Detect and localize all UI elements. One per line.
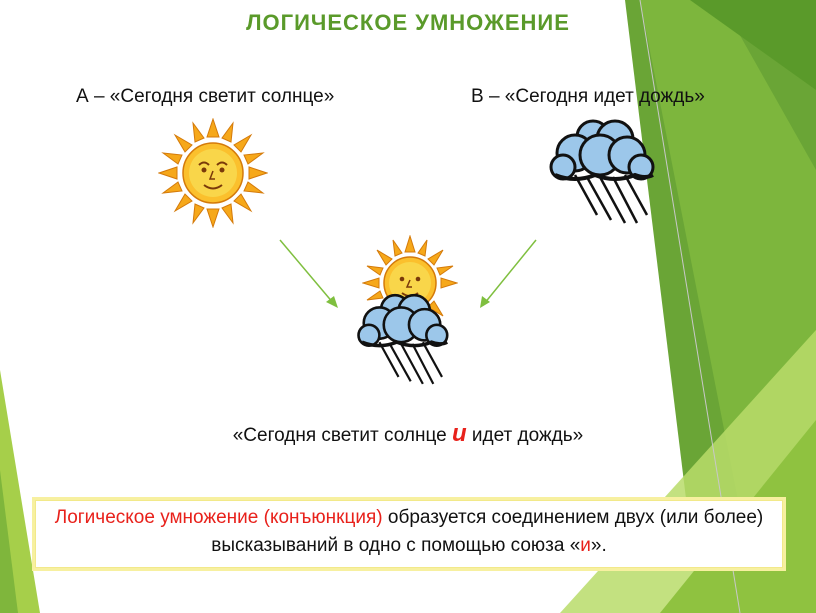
arrow-icon [279, 239, 338, 308]
rain-cloud-icon [357, 293, 449, 385]
definition-term: Логическое умножение (конъюнкция) [54, 507, 383, 528]
combined-statement: «Сегодня светит солнце и идет дождь» [0, 420, 816, 448]
definition-text-1: образуется соединением двух (или более) … [211, 507, 764, 556]
arrow-icon [480, 239, 537, 308]
conjunction-word: и [451, 420, 467, 447]
combined-prefix: «Сегодня светит солнце [232, 425, 452, 446]
combined-suffix: идет дождь» [466, 425, 584, 446]
green-left-decoration [0, 370, 40, 613]
statement-a: А – «Сегодня светит солнце» [76, 86, 335, 107]
statement-b: В – «Сегодня идет дождь» [471, 86, 705, 107]
sun-icon [158, 118, 268, 228]
rain-cloud-icon [549, 119, 655, 224]
definition-conj: и [580, 535, 591, 556]
definition-text-2: ». [590, 535, 607, 556]
slide-title: ЛОГИЧЕСКОЕ УМНОЖЕНИЕ [246, 10, 570, 35]
definition-box: Логическое умножение (конъюнкция) образу… [32, 497, 786, 571]
